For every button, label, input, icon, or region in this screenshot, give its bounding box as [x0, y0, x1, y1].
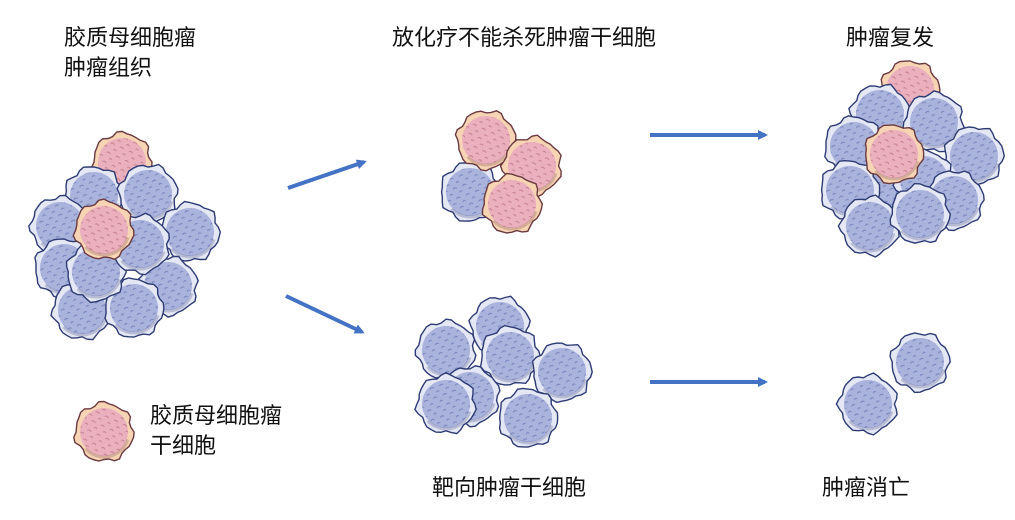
tumor-cell — [837, 194, 900, 258]
radiotherapy-label: 放化疗不能杀死肿瘤干细胞 — [392, 26, 657, 51]
arrows — [285, 130, 768, 387]
tumor-tissue-title-line2: 肿瘤组织 — [64, 56, 153, 81]
arrow-to-targeted — [285, 294, 365, 334]
legend-stem-cell — [73, 400, 135, 462]
stem-cell — [864, 124, 925, 185]
tumor-cell — [902, 90, 965, 153]
tumor-cell — [116, 163, 179, 226]
stem-cell — [454, 110, 517, 172]
legend-label-line2: 干细胞 — [150, 434, 217, 459]
tumor-eliminated-label: 肿瘤消亡 — [822, 476, 911, 501]
tumor-cell — [889, 182, 952, 244]
legend-label-line1: 胶质母细胞瘤 — [150, 404, 283, 429]
targeted-therapy-label: 靶向肿瘤干细胞 — [432, 476, 587, 501]
tumor-cell — [414, 318, 477, 381]
cells-layer — [28, 60, 1006, 462]
stem-cell — [72, 198, 135, 261]
tumor-cell — [835, 372, 898, 436]
tumor-cell — [498, 387, 559, 448]
tumor-cell — [159, 200, 222, 262]
tumor-cell — [943, 126, 1006, 188]
tumor-cell — [531, 342, 593, 404]
tumor-cell — [889, 332, 951, 394]
tumor-tissue-title-line1: 胶质母细胞瘤 — [64, 26, 197, 51]
recurrence-label: 肿瘤复发 — [846, 26, 935, 51]
tumor-cell — [414, 372, 477, 435]
tumor-cell — [479, 324, 541, 386]
stem-cell — [481, 172, 544, 234]
arrow-to-radiotherapy — [287, 159, 367, 190]
